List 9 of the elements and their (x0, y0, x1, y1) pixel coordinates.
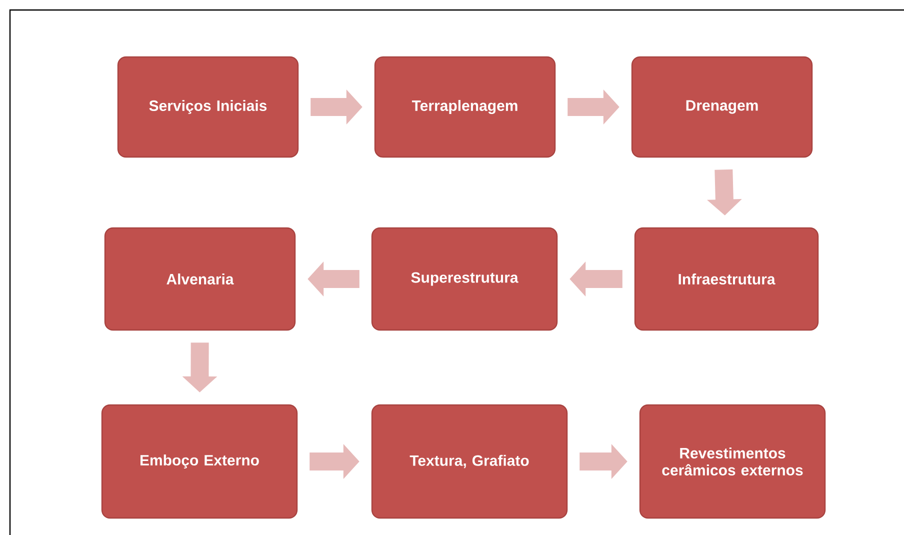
process-box: Alvenaria (104, 227, 296, 331)
process-box: Infraestrutura (634, 227, 819, 331)
process-box: Terraplenagem (374, 56, 556, 158)
process-box: Drenagem (631, 56, 813, 158)
process-box: Textura, Grafiato (371, 404, 568, 519)
process-box: Emboço Externo (101, 404, 298, 519)
process-box: Revestimentos cerâmicos externos (639, 404, 826, 519)
process-box: Superestrutura (371, 227, 558, 331)
process-box: Serviços Iniciais (117, 56, 299, 158)
